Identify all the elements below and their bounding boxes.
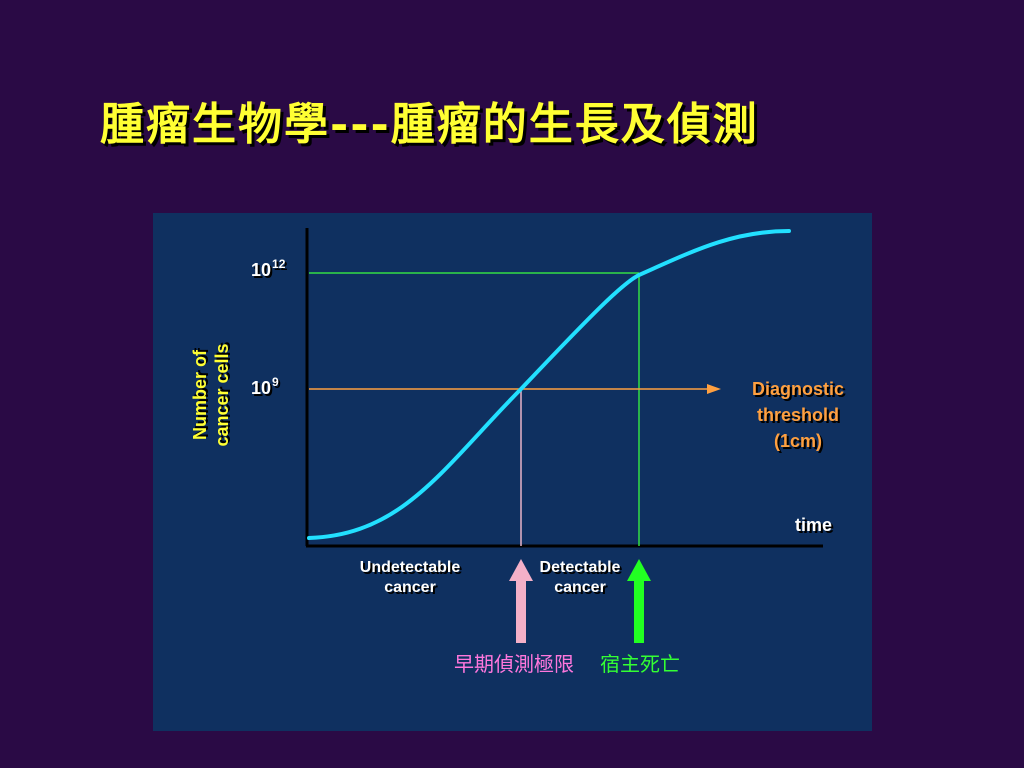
threshold-arrowhead xyxy=(707,384,721,394)
detectable-cancer-label: Detectable cancer xyxy=(539,559,621,596)
y-axis-label: Number of cancer cells xyxy=(190,343,232,447)
y-tick-10-12: 1012 xyxy=(251,257,286,280)
x-axis-label: time xyxy=(795,515,833,535)
undetectable-cancer-label: Undetectable cancer xyxy=(359,559,461,596)
growth-curve xyxy=(307,229,791,540)
chart-panel: 1012 109 Number of cancer cells Diagnost… xyxy=(153,213,872,731)
y-tick-10-9: 109 xyxy=(251,375,279,398)
host-death-arrow xyxy=(627,559,651,643)
threshold-label: Diagnostic threshold (1cm) xyxy=(751,379,844,451)
detection-limit-arrow xyxy=(509,559,533,643)
slide-title: 腫瘤生物學---腫瘤的生長及偵測 xyxy=(100,99,759,150)
growth-curve-diagram xyxy=(305,228,823,643)
early-detection-limit-label: 早期偵測極限 xyxy=(454,652,574,676)
host-death-label: 宿主死亡 xyxy=(600,652,680,676)
